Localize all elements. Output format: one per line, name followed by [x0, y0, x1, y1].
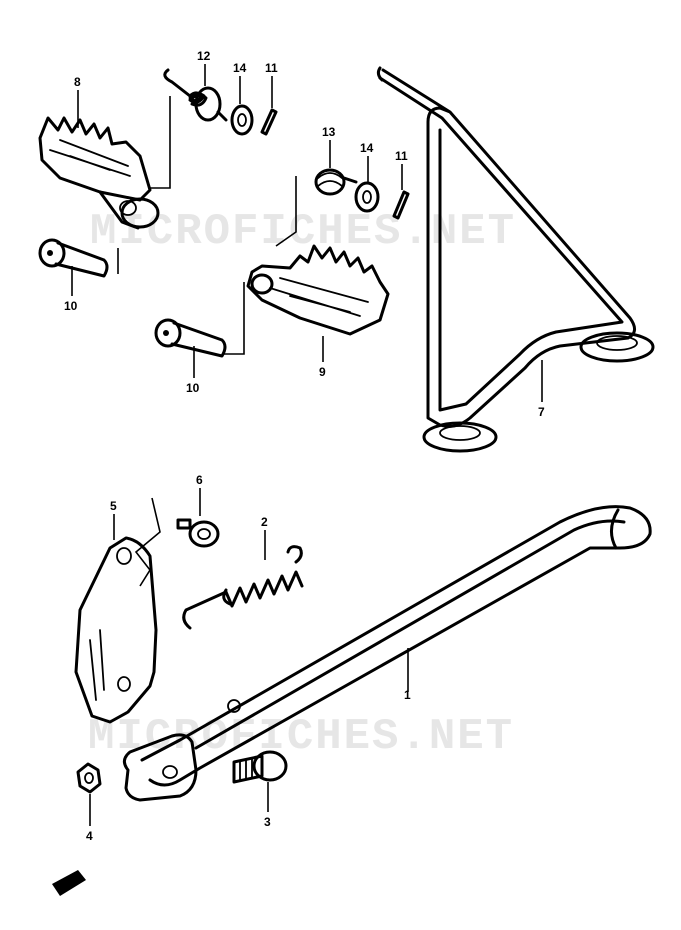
nut-icon	[76, 762, 102, 794]
callout-5: 5	[110, 499, 117, 513]
washer-icon	[230, 104, 254, 136]
spring-icon	[163, 68, 228, 122]
leader-5	[134, 497, 161, 587]
pin-icon-2	[154, 318, 227, 358]
callout-8: 8	[74, 75, 81, 89]
callout-3: 3	[264, 815, 271, 829]
footpeg-icon-2	[246, 244, 390, 336]
spring-icon-2	[314, 168, 358, 196]
callout-13: 13	[322, 125, 336, 139]
callout-7: 7	[538, 405, 545, 419]
callout-4: 4	[86, 829, 93, 843]
callout-6: 6	[196, 473, 203, 487]
cotter-pin-icon-2	[392, 190, 410, 220]
leader-13	[275, 176, 297, 247]
callout-2: 2	[261, 515, 268, 529]
callout-14-mid: 14	[360, 141, 374, 155]
callout-1: 1	[404, 688, 411, 702]
callout-10-right: 10	[186, 381, 200, 395]
watermark-top: MICROFICHES.NET	[90, 207, 516, 257]
spring-icon-3	[182, 545, 304, 630]
stand-icon	[376, 66, 655, 453]
front-arrow-icon	[52, 870, 86, 896]
callout-14-top: 14	[233, 61, 247, 75]
callout-11-mid: 11	[395, 149, 408, 163]
watermark-bottom: MICROFICHES.NET	[88, 712, 514, 762]
callout-10-left: 10	[64, 299, 78, 313]
bolt-icon-2	[232, 750, 288, 784]
callout-11-top: 11	[265, 61, 278, 75]
callout-12: 12	[197, 49, 211, 63]
leader-10b	[224, 282, 245, 355]
bolt-icon	[176, 518, 220, 548]
bracket-icon	[74, 536, 158, 724]
cotter-pin-icon	[260, 108, 278, 136]
footpeg-icon	[38, 116, 160, 230]
callout-9: 9	[319, 365, 326, 379]
kickstand-icon	[123, 505, 652, 802]
pin-icon	[38, 238, 109, 278]
washer-icon-2	[354, 181, 380, 213]
leader-12	[148, 96, 171, 189]
